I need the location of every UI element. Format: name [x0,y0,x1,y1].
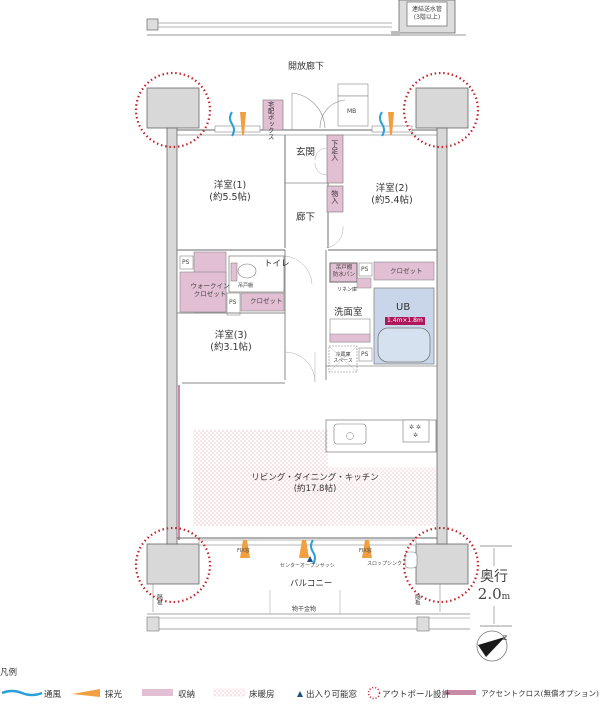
slop-sink-label: スロップシンク [367,561,403,567]
fridge-line1: 冷蔵庫 [335,352,351,358]
hanging-cupboard-label: 吊戸棚 [238,283,254,289]
legend-ventilation-label: 通風 [44,690,62,700]
toilet-label: トイレ [264,259,290,269]
legend-storage-label: 収納 [178,690,196,700]
depth-number: 2.0 [477,585,502,603]
washroom-cupboard-label: 吊戸棚 防水パン [331,265,357,279]
legend-title: 凡例 [0,668,18,678]
room-ldk-size: (約17.8帖) [293,483,337,494]
legend-floor-heating-label: 床暖房 [249,690,275,700]
room-ldk-name: リビング・ダイニング・キッチン [251,473,379,483]
standpipe-line2: (3階以上) [413,13,441,21]
waterproof-pan-label: 防水パン [332,271,356,278]
room-western1-name: 洋室(1) [213,180,247,191]
fridge-line2: スペース [333,358,353,365]
ps-label-3: PS [361,266,369,273]
washroom-cupboard-line1: 吊戸棚 [335,265,353,271]
center-open-sash-label: センターオープンサッシ [280,563,335,569]
mb-label: MB [347,108,357,115]
room-western3: 洋室(3) (約3.1帖) [201,330,261,354]
legend-daylight: 採光 [105,688,122,700]
room-western3-name: 洋室(3) [214,330,248,341]
wic-line1: ウォークイン [190,282,230,290]
svg-text:✲ ✲: ✲ ✲ [409,424,421,431]
depth-unit: m [501,592,511,602]
ub-label: UB [396,302,411,313]
wic-line2: クロゼット [193,290,227,299]
fix-window-left-label: FIX窓 [237,548,250,554]
partition-right-label: 隔板 [413,594,420,605]
compass-north-icon [477,631,507,661]
hallway-label: 廊下 [296,212,316,223]
ub-size-badge: 1.4m×1.8m [385,317,425,325]
ps-label-2: PS [229,299,237,306]
svg-text:✲: ✲ [413,432,418,439]
legend-storage: 収納 [178,688,195,700]
standpipe-line1: 連結送水管 [411,6,442,13]
room-western2-size: (約5.4帖) [371,194,413,206]
ps-label-1: PS [182,259,190,266]
shoe-storage-label: 下足入 [330,140,339,161]
closet-label-1: クロゼット [250,297,283,305]
room-western2: 洋室(2) (約5.4帖) [362,183,422,207]
legend-daylight-label: 採光 [105,690,123,700]
svg-text:z: z [503,633,507,642]
ps-label-4: PS [361,351,369,358]
room-western3-size: (約3.1帖) [210,341,252,353]
legend-floor-heating: 床暖房 [249,688,275,700]
balcony-label: バルコニー [290,579,333,589]
delivery-box-label: 宅配ボックス [266,101,275,140]
fix-window-right-label: FIX窓 [359,548,372,554]
legend-entry-window-label: 出入り可能窓 [306,690,358,700]
legend-accent-cloth-label: アクセントクロス(無償オプション) [481,689,599,698]
legend-outpole: アウトポール設計 [382,688,450,700]
legend-ventilation: 通風 [44,688,61,700]
linen-shelf-label: リネン庫 [337,287,358,293]
closet-label-2: クロゼット [390,267,423,275]
legend-entry-window: 出入り可能窓 [306,688,357,700]
partition-left-label: 隔板 [155,594,162,605]
storage-label: 物入 [330,190,339,204]
drying-rack-label: 物干金物 [292,606,317,613]
room-ldk: リビング・ダイニング・キッチン (約17.8帖) [245,473,385,494]
balcony-depth-dimension: 奥行 2.0m [474,566,514,603]
fridge-space-label: 冷蔵庫 スペース [330,352,356,365]
standpipe-label: 連結送水管 (3階以上) [407,6,447,21]
legend-accent-cloth: アクセントクロス(無償オプション) [481,688,599,699]
entrance-label: 玄関 [296,147,316,158]
walk-in-closet-label: ウォークイン クロゼット [188,282,232,298]
legend: 凡例 通風 採光 収納 床暖房 出入り可能窓 アウトポール設計 アクセントクロス… [0,660,610,704]
depth-label: 奥行 [480,569,508,585]
room-western2-name: 洋室(2) [375,183,409,194]
legend-outpole-label: アウトポール設計 [382,690,451,700]
corridor-label: 開放廊下 [288,62,325,72]
room-western1-size: (約5.5帖) [209,191,251,203]
washroom-label: 洗面室 [334,307,363,318]
room-western1: 洋室(1) (約5.5帖) [200,180,260,204]
depth-value: 2.0m [474,586,514,603]
